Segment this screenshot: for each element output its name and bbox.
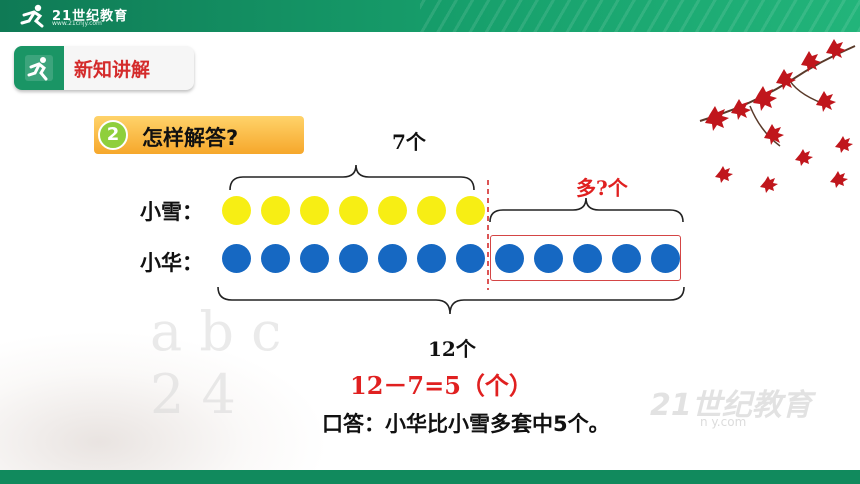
yellow-dot	[339, 196, 368, 225]
runner-icon	[25, 55, 53, 81]
blue-dot	[378, 244, 407, 273]
blue-dot	[417, 244, 446, 273]
yellow-dot	[261, 196, 290, 225]
yellow-dot	[417, 196, 446, 225]
blue-dot	[456, 244, 485, 273]
blue-dot	[300, 244, 329, 273]
section-label: 新知讲解	[74, 59, 151, 81]
yellow-dot	[378, 196, 407, 225]
blue-dot	[534, 244, 563, 273]
maple-branch-icon	[699, 39, 856, 193]
blue-dot	[612, 244, 641, 273]
answer-prefix: 口答：	[322, 412, 385, 436]
section-icon-box	[14, 46, 64, 90]
yellow-dot	[456, 196, 485, 225]
runner-logo-icon	[20, 4, 44, 28]
brand-url: www.21cnjy.com	[52, 20, 102, 27]
background-letters: a b c 2 4	[150, 300, 282, 426]
top-banner: 21世纪教育 www.21cnjy.com	[0, 0, 860, 32]
equation: 12－7=5（个）	[350, 371, 533, 400]
blue-dot	[573, 244, 602, 273]
row-label-xiaoxue: 小雪：	[140, 200, 203, 224]
blue-dot	[261, 244, 290, 273]
question-number: 2	[98, 120, 128, 150]
top-count-label: 7个	[392, 130, 426, 154]
banner-stripes	[420, 0, 860, 32]
answer-text: 小华比小雪多套中5个。	[385, 412, 610, 436]
yellow-dot	[222, 196, 251, 225]
blue-dot	[339, 244, 368, 273]
question-bar: 2 怎样解答?	[94, 116, 304, 154]
blue-dot	[651, 244, 680, 273]
brand-name: 21世纪教育	[52, 9, 129, 24]
section-tag: 新知讲解	[14, 46, 194, 90]
extra-dots-box	[490, 235, 681, 281]
blue-dot	[222, 244, 251, 273]
answer-line: 口答：小华比小雪多套中5个。	[322, 408, 610, 438]
question-text: 怎样解答?	[142, 126, 239, 150]
book-background	[0, 330, 330, 470]
extra-count-label: 多?个	[576, 176, 628, 200]
watermark-logo: 21世纪教育	[650, 388, 812, 423]
bottom-count-label: 12个	[428, 337, 476, 361]
watermark-url: n y.com	[700, 415, 747, 429]
bottom-bar	[0, 470, 860, 484]
blue-dot	[495, 244, 524, 273]
yellow-dot	[300, 196, 329, 225]
row-label-xiaohua: 小华：	[140, 251, 203, 275]
